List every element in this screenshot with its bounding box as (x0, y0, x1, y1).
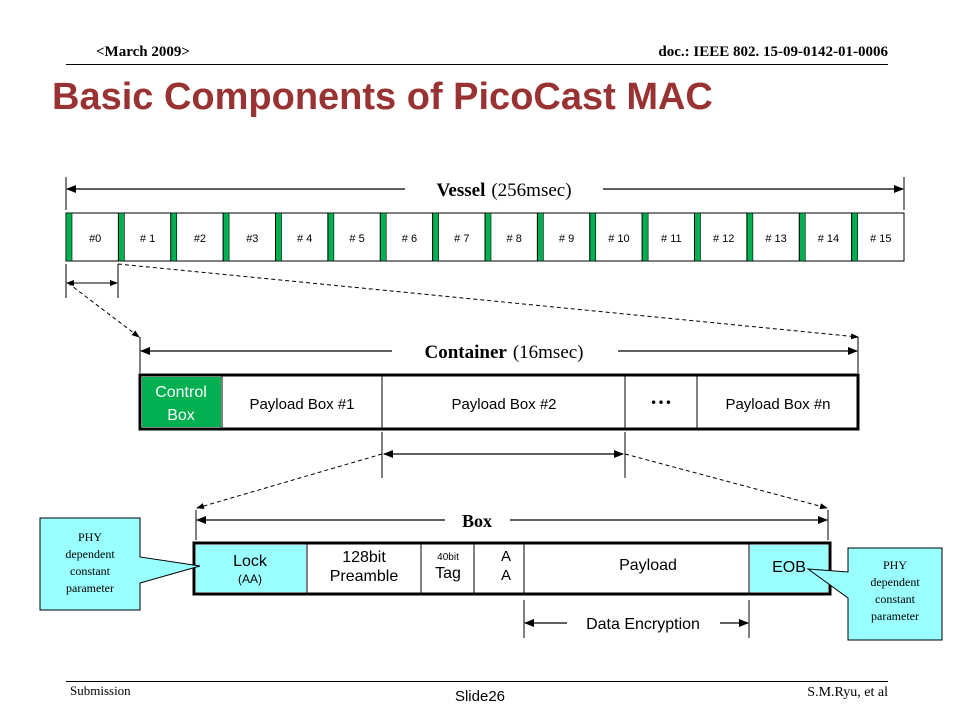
payload-box-n: Payload Box #n (725, 396, 830, 413)
payload-box-1: Payload Box #1 (249, 396, 354, 413)
vessel-slot-control-bar (432, 212, 439, 262)
vessel-slot-control-bar (851, 212, 858, 262)
vessel-slot-label: #0 (89, 233, 101, 245)
vessel-slot-label: # 15 (870, 233, 891, 245)
vessel-slot-label: # 1 (140, 233, 155, 245)
footer-rule (66, 681, 888, 682)
preamble-label: 128bit (342, 549, 386, 566)
control-box-label: Control (155, 384, 207, 401)
data-encryption-label: Data Encryption (586, 616, 700, 633)
callout-line: constant (70, 564, 110, 578)
aa-label: A (501, 548, 511, 565)
vessel-slot-control-bar (537, 212, 544, 262)
vessel-slot-control-bar (484, 212, 492, 262)
vessel-slot-label: # 10 (608, 233, 629, 245)
callout-line: dependent (65, 547, 115, 561)
vessel-slot-label: #3 (246, 233, 258, 245)
vessel-slot-control-bar (327, 212, 335, 262)
callout-line: PHY (77, 530, 102, 544)
vessel-slot-control-bar (641, 212, 649, 262)
vessel-slot-label: #2 (194, 233, 206, 245)
tag-label: 40bit (437, 552, 459, 563)
box-group: Box Lock (AA) 128bit Preamble 40bit Tag … (192, 510, 832, 596)
lock-label: Lock (233, 553, 268, 570)
vessel-group: Vessel(256msec) #0 # 1 #2 #3 # 4 # 5 # 6 # 7 # 8… (65, 177, 905, 262)
callout-line: constant (875, 592, 915, 606)
box-label: Box (462, 511, 492, 531)
lock-sublabel: (AA) (238, 572, 262, 586)
vessel-slot-label: # 8 (507, 233, 522, 245)
header-date: <March 2009> (96, 44, 190, 60)
vessel-slot-control-bar (275, 212, 282, 262)
callout-line: PHY (882, 558, 907, 572)
vessel-slot-label: # 13 (765, 233, 786, 245)
page-title: Basic Components of PicoCast MAC (52, 76, 713, 118)
container-label: Container(16msec) (424, 342, 583, 363)
footer-slide-number: Slide26 (454, 688, 506, 705)
eob-label: EOB (772, 559, 806, 576)
vessel-slot-label: # 11 (661, 233, 682, 245)
zoom-line-right (624, 453, 828, 510)
vessel-slot-control-bar (118, 212, 125, 262)
vessel-slot-control-bar (589, 212, 597, 262)
footer-submission: Submission (70, 683, 131, 698)
zoom-line-left (196, 453, 383, 509)
tag-label: Tag (435, 565, 461, 582)
callout-right-text: PHY dependent constant parameter (850, 557, 940, 625)
vessel-slot-control-bar (65, 212, 73, 262)
callout-line: parameter (871, 609, 919, 623)
callout-line: dependent (870, 575, 920, 589)
preamble-label: Preamble (330, 568, 399, 585)
lock-field (196, 545, 306, 592)
vessel-slot-control-bar (379, 212, 387, 262)
vessel-slot-control-bar (694, 212, 701, 262)
vessel-slot-control-bar (170, 212, 178, 262)
payload-box-2: Payload Box #2 (451, 396, 556, 413)
header-rule (66, 64, 888, 65)
vessel-slot-label: # 9 (559, 233, 574, 245)
vessel-slot-control-bar (798, 212, 806, 262)
footer-author: S.M.Ryu, et al (807, 685, 888, 700)
vessel-slot-label: # 4 (297, 233, 312, 245)
payload-label: Payload (619, 557, 677, 574)
aa-label: A (501, 567, 511, 584)
zoom-line-left (67, 282, 140, 338)
vessel-slot-control-bar (746, 212, 754, 262)
vessel-slot-control-bar (222, 212, 230, 262)
vessel-slot-label: # 5 (349, 233, 364, 245)
callout-right (806, 547, 943, 641)
callout-line: parameter (66, 581, 114, 595)
vessel-slot-label: # 7 (454, 233, 469, 245)
vessel-slots: #0 # 1 #2 #3 # 4 # 5 # 6 # 7 # 8 # 9 # 10 # 11 # 12 #… (65, 212, 905, 262)
control-box-label: Box (167, 407, 195, 424)
header-doc-id: doc.: IEEE 802. 15-09-0142-01-0006 (658, 44, 888, 60)
callout-left (39, 517, 201, 611)
vessel-slot-label: # 12 (713, 233, 734, 245)
vessel-slot-label: # 6 (402, 233, 417, 245)
vessel-slot-label: # 14 (818, 233, 839, 245)
vessel-label: Vessel(256msec) (436, 180, 571, 201)
callout-left-text: PHY dependent constant parameter (42, 529, 138, 597)
ellipsis: … (650, 384, 672, 409)
zoom-line-right (117, 263, 859, 340)
container-frame (138, 373, 860, 431)
control-box (142, 377, 221, 427)
container-group: Container(16msec) Control Box Payload Bo… (138, 337, 860, 431)
eob-field (750, 545, 828, 592)
